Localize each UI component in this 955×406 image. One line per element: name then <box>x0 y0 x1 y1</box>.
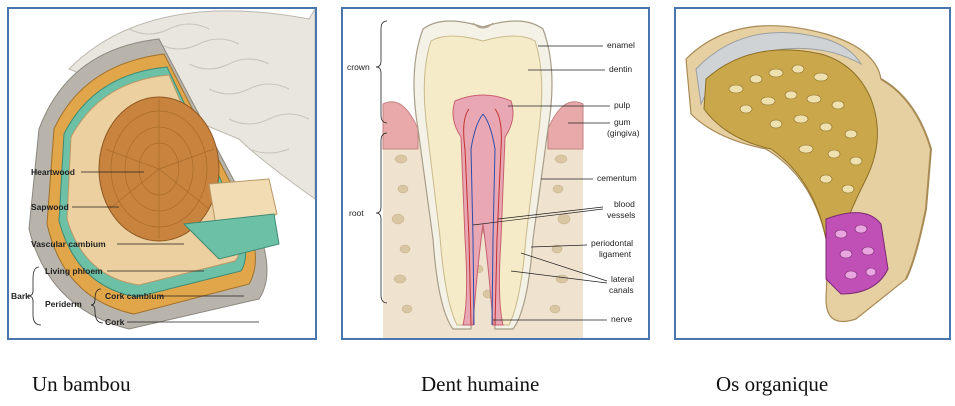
wood-cross-section-illustration: Heartwood Sapwood Vascular cambium Livin… <box>9 9 315 338</box>
label-cork: Cork <box>105 317 125 327</box>
wood-cross-section-panel: Heartwood Sapwood Vascular cambium Livin… <box>7 7 317 340</box>
label-vessels: vessels <box>607 210 635 220</box>
label-pulp: pulp <box>614 100 630 110</box>
label-blood: blood <box>614 199 635 209</box>
label-periodontal: periodontal <box>591 238 633 248</box>
label-cementum: cementum <box>597 173 637 183</box>
label-root: root <box>349 208 364 218</box>
tooth-anatomy-panel: crown root enamel dentin pulp gum (gingi… <box>341 7 650 340</box>
label-bark: Bark <box>11 291 30 301</box>
bone-panel <box>674 7 951 340</box>
tooth-anatomy-illustration: crown root enamel dentin pulp gum (gingi… <box>343 9 648 338</box>
caption-human-tooth: Dent humaine <box>421 372 539 397</box>
label-gum: gum <box>614 117 631 127</box>
label-lateral: lateral <box>611 274 634 284</box>
label-dentin: dentin <box>609 64 632 74</box>
label-crown: crown <box>347 62 370 72</box>
caption-bamboo: Un bambou <box>32 372 131 397</box>
bone-illustration <box>676 9 949 338</box>
label-periderm: Periderm <box>45 299 82 309</box>
label-canals: canals <box>609 285 634 295</box>
label-sapwood: Sapwood <box>31 202 69 212</box>
label-ligament: ligament <box>599 249 632 259</box>
label-cork-cambium: Cork cambium <box>105 291 164 301</box>
label-heartwood: Heartwood <box>31 167 75 177</box>
label-vascular-cambium: Vascular cambium <box>31 239 106 249</box>
label-living-phloem: Living phloem <box>45 266 103 276</box>
label-nerve: nerve <box>611 314 633 324</box>
caption-organic-bone: Os organique <box>716 372 828 397</box>
label-gingiva: (gingiva) <box>607 128 640 138</box>
label-enamel: enamel <box>607 40 635 50</box>
